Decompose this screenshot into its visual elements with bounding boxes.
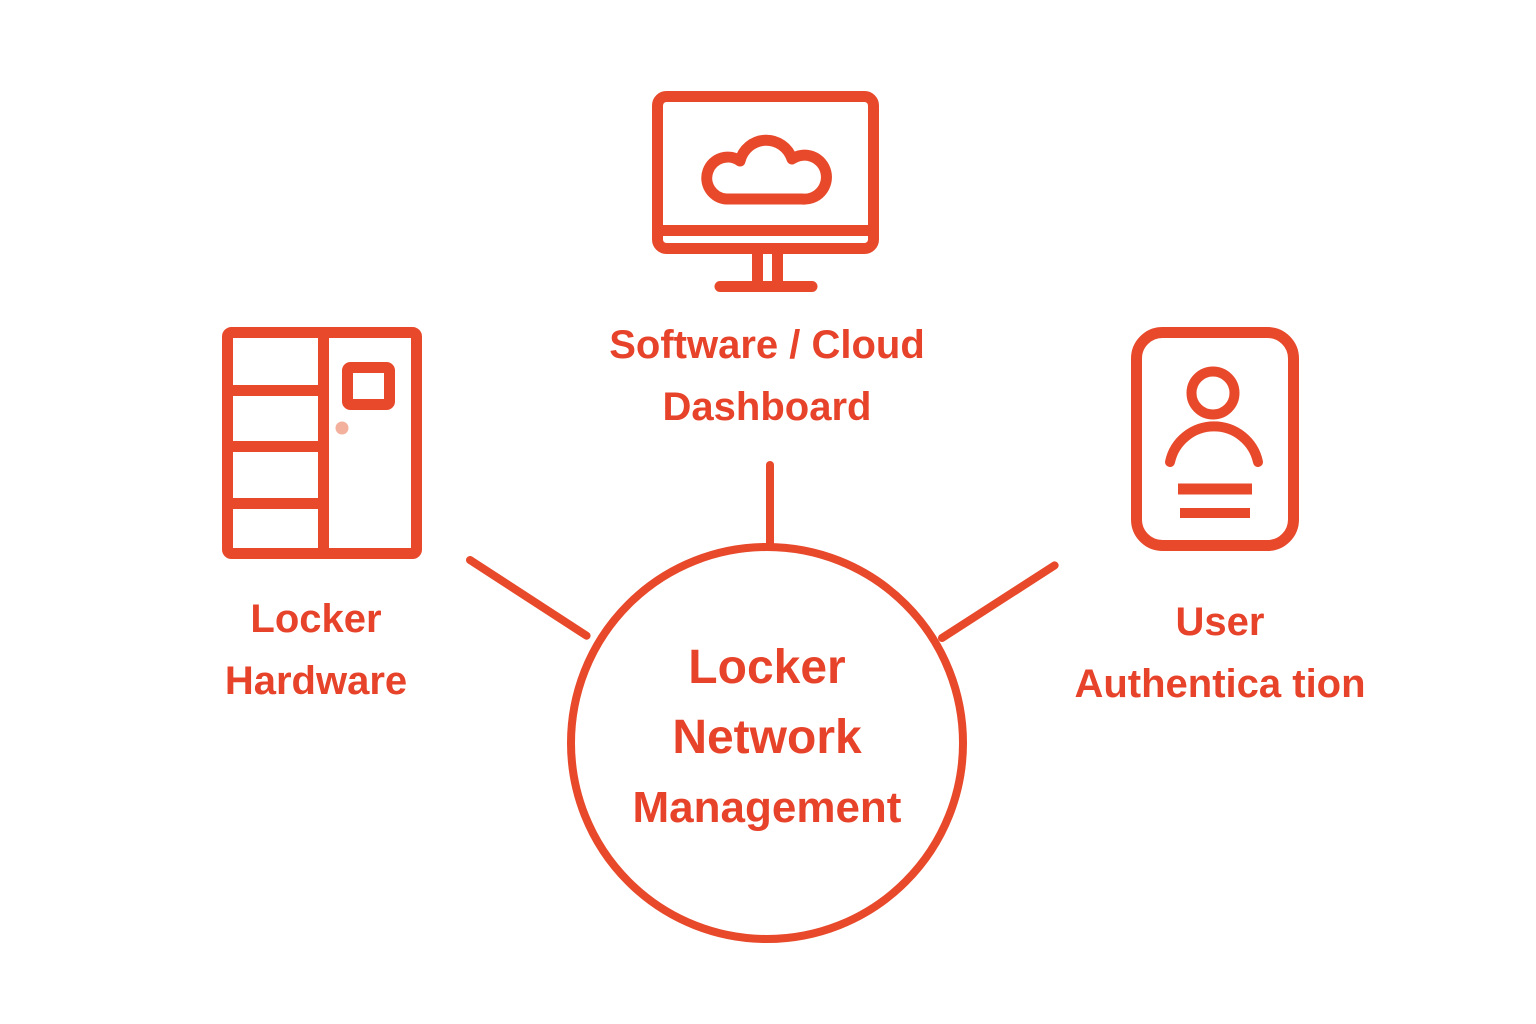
center-node-line1: Locker: [688, 641, 846, 694]
node-label-line: Hardware: [224, 659, 408, 703]
node-label-user-authentication: User Authentica tion: [970, 591, 1470, 715]
center-node-line3: Management: [632, 783, 902, 832]
center-node-line2: Network: [672, 711, 862, 764]
node-label-line: User: [1175, 600, 1265, 644]
id-card-user-icon: [1131, 327, 1299, 551]
node-label-line: Locker: [250, 597, 382, 641]
node-label-line: Software / Cloud: [609, 323, 925, 367]
locker-cabinet-icon: [222, 327, 422, 559]
connector-line-top: [766, 461, 774, 547]
monitor-cloud-icon: [652, 91, 879, 292]
node-label-software-cloud-dashboard: Software / Cloud Dashboard: [517, 314, 1017, 438]
locker-knob-dot: [335, 421, 349, 435]
center-node-locker-network-management: Locker Network Management: [567, 543, 967, 943]
node-label-locker-hardware: Locker Hardware: [66, 588, 566, 712]
node-label-line: Authentica tion: [1074, 662, 1366, 706]
node-label-line: Dashboard: [662, 385, 872, 429]
